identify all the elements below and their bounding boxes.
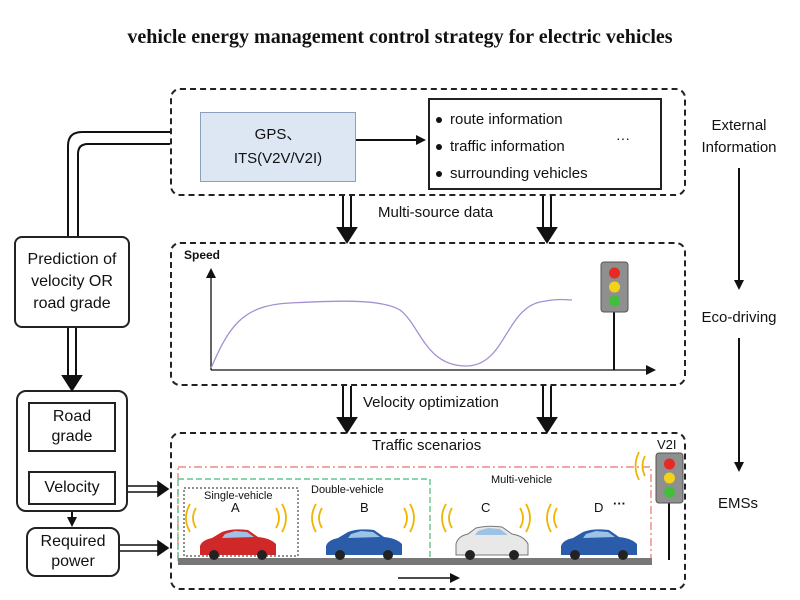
- road-grade-box: Road grade: [28, 402, 116, 452]
- emss-label: EMSs: [717, 495, 758, 512]
- car-a-label: A: [231, 500, 240, 515]
- car-b-label: B: [360, 500, 369, 515]
- traffic-scenarios-box: [170, 432, 686, 590]
- required-power-box: Required power: [26, 527, 120, 577]
- prediction-box: Prediction of velocity OR road grade: [14, 236, 130, 328]
- velocity-optimization-arrows: [336, 386, 558, 434]
- external-info-box: [170, 88, 686, 196]
- gps-its-box: GPS、 ITS(V2V/V2I): [200, 112, 356, 182]
- multi-source-arrows: [336, 196, 558, 244]
- velocity-optimization-label: Velocity optimization: [363, 394, 499, 411]
- car-c-label: C: [481, 500, 491, 515]
- car-c: [441, 503, 531, 560]
- external-to-prediction-arrow: [67, 131, 170, 236]
- info-ellipsis: ···: [616, 130, 630, 146]
- prediction-to-state-arrow: [61, 328, 83, 392]
- car-a: [185, 503, 287, 560]
- its-label: ITS(V2V/V2I): [233, 150, 323, 167]
- info-list: route information traffic information su…: [428, 98, 662, 190]
- road: [178, 558, 652, 565]
- car-d-label: D: [594, 500, 604, 515]
- car-d: [546, 503, 637, 560]
- double-vehicle-label: Double-vehicle: [311, 484, 384, 496]
- velocity-to-traffic-arrow: [128, 480, 170, 498]
- eco-driving-box: [170, 242, 686, 386]
- external-information-label: External Information: [701, 117, 777, 156]
- v2i-traffic-light: [634, 451, 684, 560]
- traffic-scenarios-title: Traffic scenarios: [372, 437, 482, 454]
- speed-axis-label: Speed: [184, 248, 221, 262]
- eco-driving-label: Eco-driving: [701, 309, 777, 326]
- diagram-title: vehicle energy management control strate…: [127, 26, 673, 48]
- v2i-label: V2I: [657, 437, 677, 452]
- multi-vehicle-label: Multi-vehicle: [491, 474, 553, 486]
- list-item: route information: [434, 106, 660, 133]
- velocity-box: Velocity: [28, 471, 116, 505]
- eco-traffic-light: [600, 261, 629, 370]
- gps-label: GPS、: [254, 126, 302, 143]
- car-b: [311, 503, 415, 560]
- more-vehicles-ellipsis: ···: [613, 496, 626, 511]
- list-item: surrounding vehicles: [434, 160, 660, 187]
- multi-source-data-label: Multi-source data: [378, 204, 494, 221]
- list-item: traffic information: [434, 133, 660, 160]
- power-to-traffic-arrow: [120, 539, 170, 557]
- speed-curve: [210, 298, 573, 369]
- double-vehicle-frame: [177, 478, 431, 560]
- single-vehicle-frame: [183, 487, 299, 557]
- single-vehicle-label: Single-vehicle: [204, 490, 273, 502]
- speed-plot: [206, 268, 656, 375]
